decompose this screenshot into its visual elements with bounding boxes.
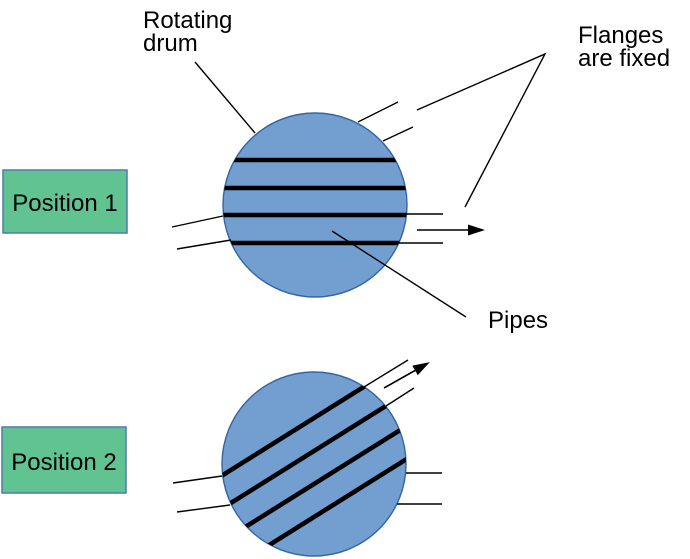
pipes-drum-1 — [223, 157, 407, 246]
position-1-box — [2, 169, 128, 234]
position-2-label: Position 2 — [11, 449, 116, 476]
flanges-label-line2: are fixed — [578, 45, 670, 72]
flange-diag-1 — [357, 101, 399, 123]
pipe-7 — [222, 421, 406, 547]
flange-diag-2 — [382, 126, 414, 142]
position-1-group — [171, 101, 485, 298]
pipe-extension-2 — [385, 387, 415, 407]
flanges-leader-lines — [416, 52, 547, 208]
pipes-label: Pipes — [488, 307, 548, 334]
flange-left-1 — [171, 215, 224, 228]
pipe-6 — [222, 388, 406, 514]
position-1-label: Position 1 — [12, 190, 117, 217]
pipe-8 — [222, 454, 406, 556]
position-2-group — [172, 359, 442, 557]
flange-left-4 — [176, 504, 231, 513]
pipes-leader-line — [331, 230, 467, 318]
rotating-drum-2 — [221, 371, 407, 557]
flow-arrow-2 — [383, 362, 430, 389]
position-2-badge: Position 2 — [1, 426, 127, 494]
position-1-badge: Position 1 — [2, 169, 128, 234]
flanges-label-line1: Flanges — [578, 22, 663, 49]
position-2-box — [1, 426, 127, 494]
rotating-drum-leader-line — [194, 61, 256, 134]
rotating-drum-label-line1: Rotating — [143, 7, 232, 34]
flange-left-3 — [172, 475, 223, 484]
flange-left-2 — [176, 239, 232, 250]
rotating-drum-1 — [222, 112, 408, 298]
annotations: Rotating drum Flanges are fixed Pipes — [143, 7, 670, 334]
pipe-extension-1 — [363, 359, 409, 388]
rotating-drum-label-line2: drum — [143, 30, 198, 57]
